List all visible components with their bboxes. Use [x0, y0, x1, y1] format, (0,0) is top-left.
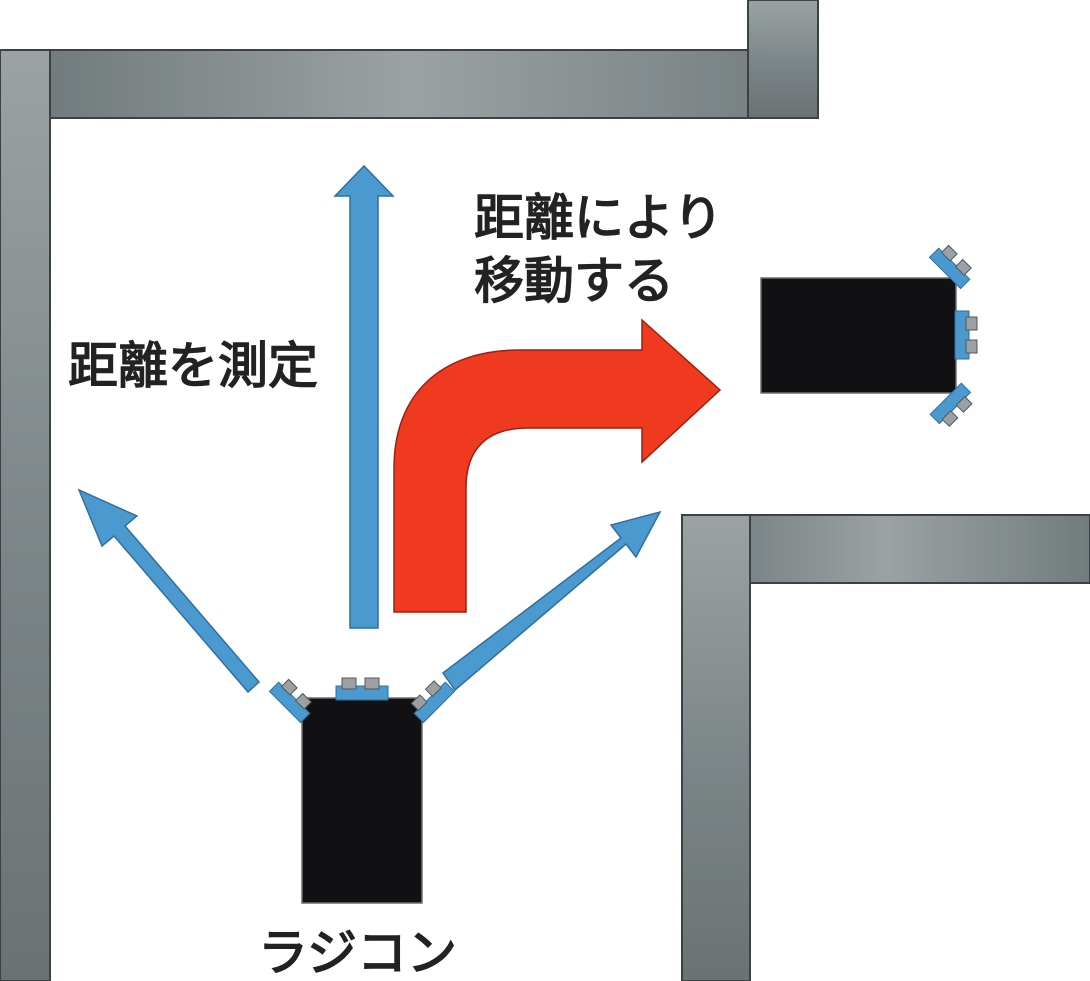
- label-move-line2: 移動する: [474, 252, 674, 310]
- sensor-front-left: [268, 678, 312, 724]
- car-start-body: [301, 697, 423, 904]
- sensor-front: [335, 677, 389, 701]
- car-start: [268, 677, 456, 904]
- sensor-arrow-right: [441, 510, 662, 692]
- wall-inner-vertical: [681, 514, 751, 981]
- wall-top-horizontal: [0, 49, 819, 119]
- car-moved: [760, 244, 978, 428]
- label-move-line1: 距離により: [474, 189, 723, 247]
- sensor-front-right: [410, 680, 456, 724]
- sensor-arrow-up: [333, 164, 395, 629]
- sensor-moved-upper: [928, 244, 972, 290]
- sensor-moved-lower: [929, 382, 973, 428]
- label-measure: 距離を測定: [68, 337, 318, 395]
- wall-left-vertical: [0, 49, 51, 981]
- label-car: ラジコン: [258, 924, 457, 981]
- wall-top-right-vertical: [747, 0, 819, 119]
- car-moved-body: [760, 277, 957, 394]
- turn-arrow: [393, 318, 722, 613]
- sensor-moved-front: [954, 310, 978, 360]
- sensor-arrows: [77, 164, 662, 694]
- sensor-arrow-left: [77, 488, 261, 694]
